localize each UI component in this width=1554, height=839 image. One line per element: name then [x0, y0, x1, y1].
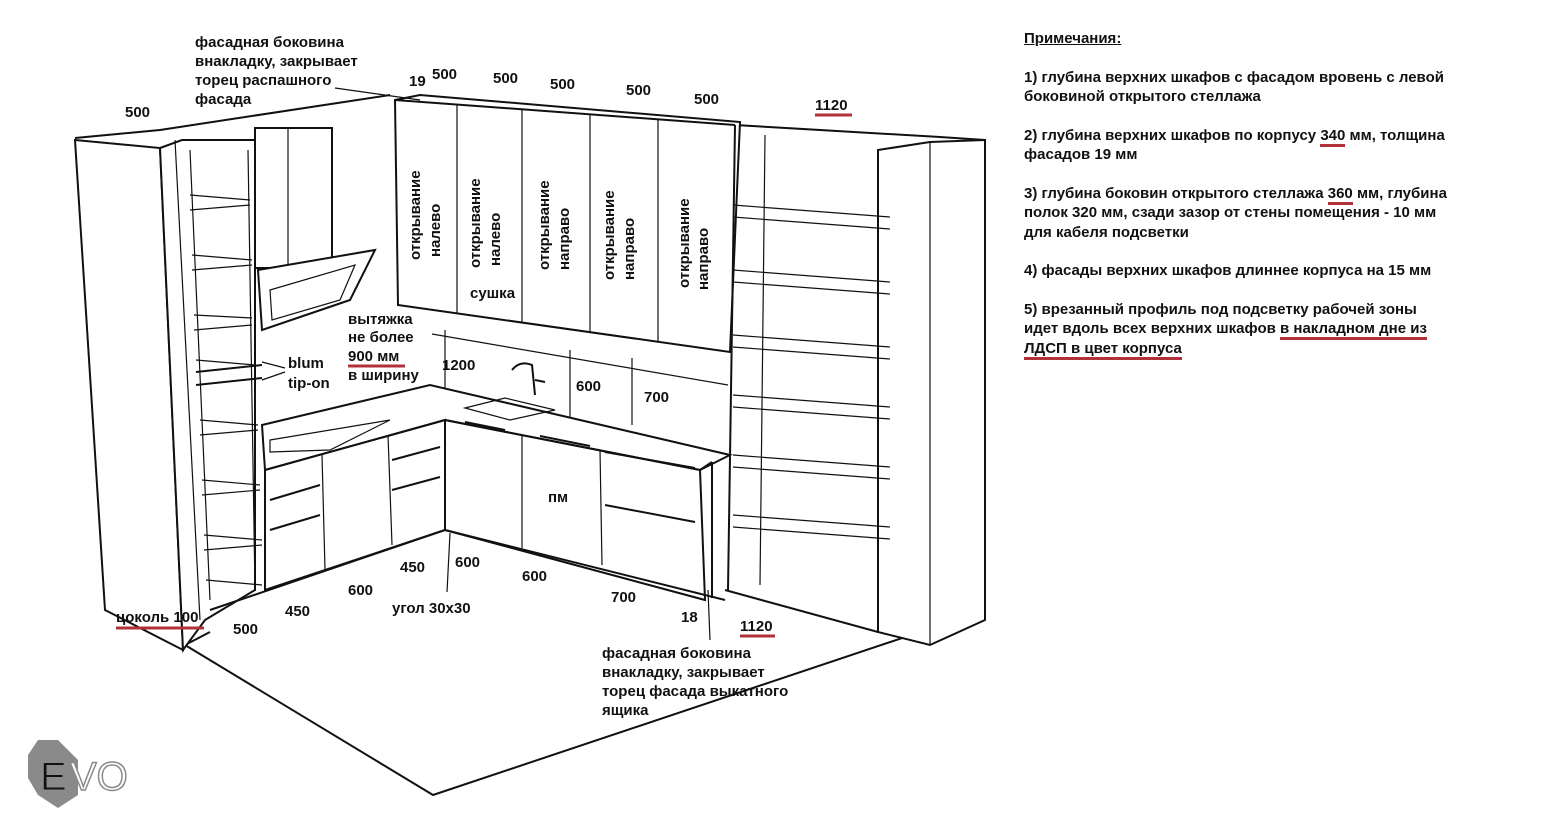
dim-label: 600	[522, 568, 547, 585]
door-label: открывание	[467, 178, 484, 268]
cooker-hood	[254, 127, 377, 332]
shelf	[732, 466, 891, 480]
evo-logo: E VO	[28, 740, 129, 808]
leader-line	[261, 371, 286, 381]
note-text: мм, глубина полок 320 мм, сзади зазор от…	[1024, 184, 1447, 241]
dim-label: 19	[409, 73, 426, 90]
shelf	[732, 204, 891, 218]
shelf	[732, 514, 891, 528]
door-label: открывание	[601, 190, 618, 280]
svg-text:E: E	[40, 755, 67, 799]
dim-label: 700	[644, 389, 669, 406]
leader-line	[334, 87, 421, 101]
floor-outline	[184, 589, 982, 797]
faucet-icon	[511, 362, 546, 396]
shelf	[732, 394, 891, 408]
base-cabinets	[209, 383, 733, 611]
note-line: 900 мм	[348, 348, 399, 365]
leader-line	[446, 532, 451, 593]
dim-label: 450	[285, 603, 310, 620]
note-line: ящика	[602, 702, 649, 719]
door-label: открывание	[407, 170, 424, 260]
dim-label: 500	[432, 66, 457, 83]
svg-text:VO: VO	[70, 755, 128, 799]
door-labels: открывание налево открывание налево откр…	[407, 170, 712, 290]
note-1: 1) глубина верхних шкафов с фасадом вров…	[1024, 68, 1444, 106]
note-line: вытяжка	[348, 311, 413, 328]
dim-label: 600	[455, 554, 480, 571]
left-tall-cabinet	[73, 138, 263, 653]
dim-label: 500	[125, 104, 150, 121]
dim-label: 700	[611, 589, 636, 606]
dim-label: 600	[348, 582, 373, 599]
blum-label: tip-on	[288, 375, 330, 392]
shelf	[732, 346, 891, 360]
shelf	[732, 454, 891, 468]
note-highlight: 340	[1320, 126, 1346, 147]
dim-label: 1200	[442, 357, 475, 374]
note-line: фасадная боковина	[195, 34, 345, 51]
note-line: внакладку, закрывает	[602, 664, 765, 681]
dim-label: 18	[681, 609, 698, 626]
notes-title: Примечания:	[1024, 30, 1122, 47]
upper-cabinets	[393, 93, 742, 354]
leader-line	[261, 361, 286, 369]
dim-label: 450	[400, 559, 425, 576]
hood-note: вытяжка не более 900 мм в ширину	[348, 311, 420, 384]
dryer-label: сушка	[470, 285, 516, 302]
dim-label: 1120	[740, 618, 773, 635]
note-2: 2) глубина верхних шкафов по корпусу 340…	[1024, 126, 1454, 165]
note-line: фасада	[195, 91, 252, 108]
note-text: 2) глубина верхних шкафов по корпусу	[1024, 126, 1321, 144]
dim-label: 1120	[815, 97, 848, 114]
note-3: 3) глубина боковин открытого стеллажа 36…	[1024, 184, 1454, 243]
dim-label: 500	[233, 621, 258, 638]
door-label: направо	[621, 218, 638, 280]
dim-label: 500	[694, 91, 719, 108]
note-line: торец фасада выкатного	[602, 683, 788, 700]
bottom-right-note: фасадная боковина внакладку, закрывает т…	[602, 645, 788, 719]
dim-label: 500	[626, 82, 651, 99]
shelf	[732, 526, 891, 540]
note-text: 5) врезанный профиль под подсветку рабоч…	[1024, 300, 1417, 338]
corner-label: угол 30x30	[392, 600, 471, 617]
shelf	[732, 269, 891, 283]
blum-label: blum	[288, 355, 324, 372]
door-label: направо	[695, 228, 712, 290]
note-line: торец распашного	[195, 72, 331, 89]
door-label: налево	[427, 204, 444, 257]
note-highlight: 360	[1327, 184, 1353, 205]
top-left-note: фасадная боковина внакладку, закрывает т…	[195, 34, 358, 108]
right-shelving	[724, 124, 986, 647]
dim-label: 600	[576, 378, 601, 395]
leader-line	[707, 589, 711, 641]
shelf	[732, 406, 891, 420]
note-highlight: в накладном дне из ЛДСП в цвет корпуса	[1024, 320, 1427, 360]
note-line: фасадная боковина	[602, 645, 752, 662]
shelf	[732, 281, 891, 295]
door-label: направо	[556, 208, 573, 270]
plinth-label: цоколь 100	[116, 609, 198, 626]
door-label: открывание	[536, 180, 553, 270]
note-5: 5) врезанный профиль под подсветку рабоч…	[1024, 300, 1454, 360]
door-label: налево	[487, 213, 504, 266]
note-line: внакладку, закрывает	[195, 53, 358, 70]
note-line: в ширину	[348, 367, 420, 384]
note-text: 3) глубина боковин открытого стеллажа	[1024, 184, 1328, 202]
dim-label: 500	[550, 76, 575, 93]
backsplash-line	[431, 333, 729, 386]
dim-label: 500	[493, 70, 518, 87]
pm-label: пм	[548, 489, 568, 506]
note-text: мм, толщина фасадов 19 мм	[1024, 126, 1445, 164]
note-line: не более	[348, 329, 414, 346]
left-wall-top	[74, 94, 391, 139]
shelf	[732, 334, 891, 348]
shelf	[732, 216, 891, 230]
notes-panel: Примечания: 1) глубина верхних шкафов с …	[1024, 29, 1454, 377]
note-4: 4) фасады верхних шкафов длиннее корпуса…	[1024, 262, 1432, 279]
right-wall-top	[734, 124, 986, 141]
door-label: открывание	[676, 198, 693, 288]
